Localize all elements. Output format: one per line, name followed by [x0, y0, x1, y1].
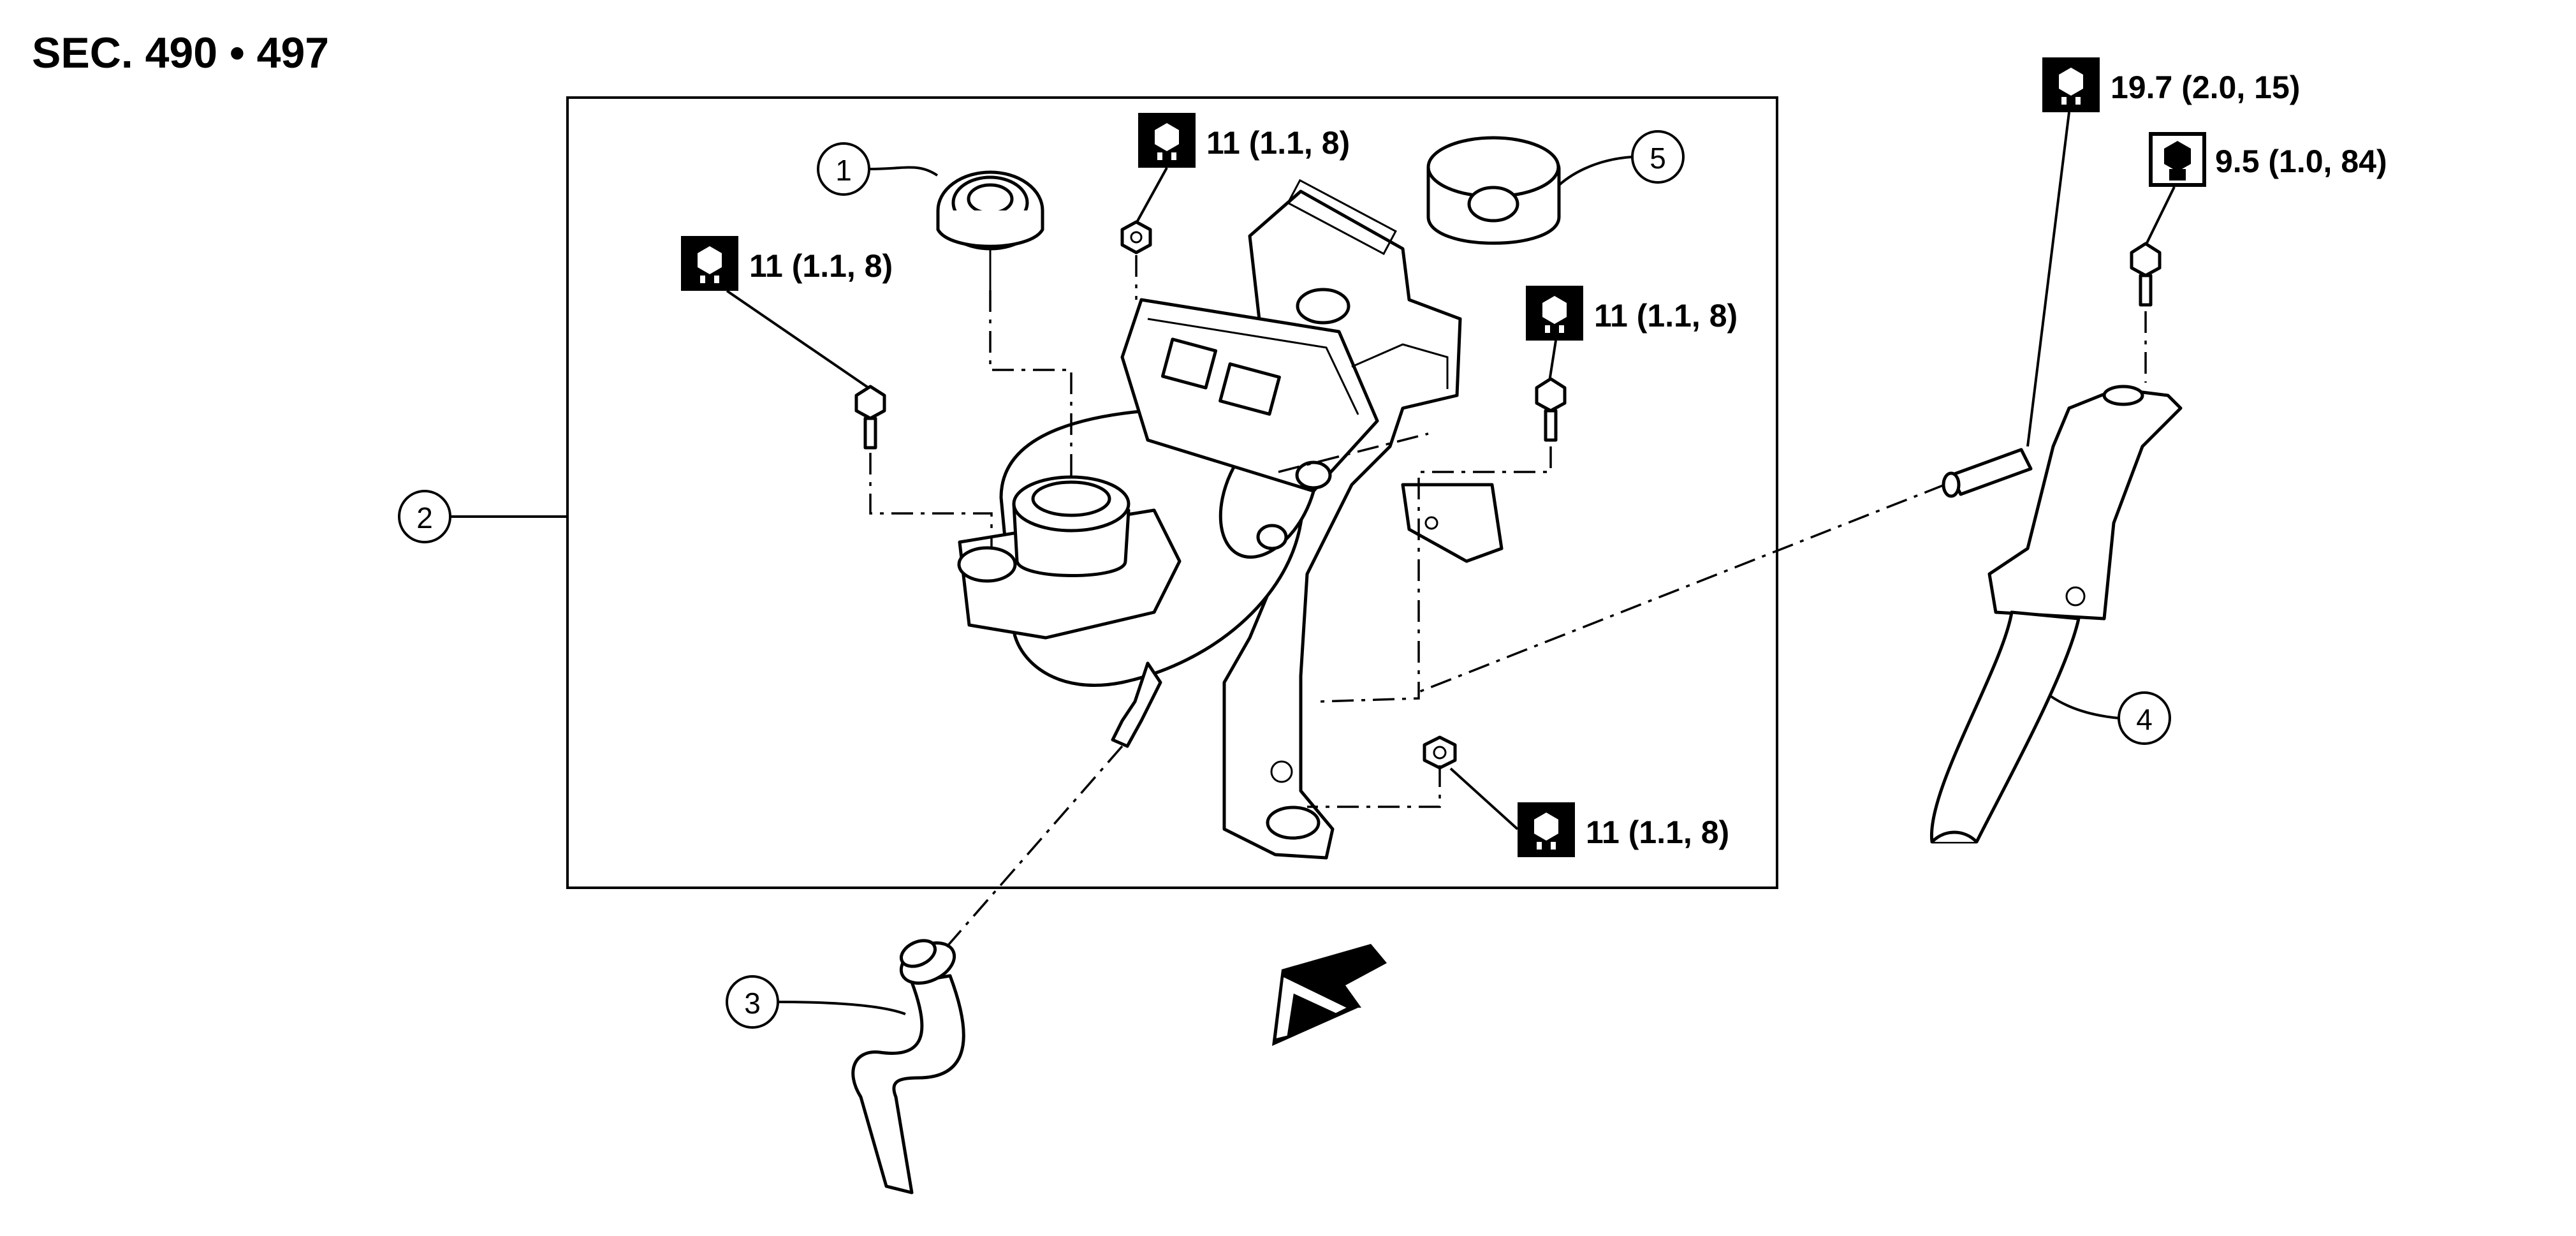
torque-spec-4: 11 (1.1, 8) [1518, 802, 1729, 857]
torque-leader-2 [726, 290, 872, 390]
assembly-frame [566, 96, 1778, 889]
wrench-torque-icon [1526, 286, 1583, 341]
callout-1: 1 [817, 142, 939, 196]
torque-leader-3 [1548, 340, 1557, 382]
torque-leader-5 [2026, 112, 2070, 447]
torque-spec-3-text: 11 (1.1, 8) [1594, 298, 1738, 334]
callout-2: 2 [398, 490, 567, 543]
callout-5-number: 5 [1650, 142, 1666, 175]
torque-spec-4-text: 11 (1.1, 8) [1586, 814, 1729, 850]
torque-leader-1 [1135, 167, 1168, 224]
bolt-right [1537, 379, 1565, 440]
torque-leader-6 [2144, 186, 2176, 246]
front-direction-arrow-icon [1272, 944, 1387, 1046]
part-3-hose [851, 939, 965, 1195]
bolt-top-center [1120, 220, 1152, 254]
bolt-left [856, 386, 884, 448]
torque-spec-2: 11 (1.1, 8) [681, 236, 893, 291]
part-5-grommet [1426, 136, 1561, 245]
connection-lines [869, 255, 2147, 952]
part-1-reservoir-cap [936, 170, 1044, 290]
part-4-hose-bracket [1929, 385, 2183, 844]
callout-2-number: 2 [416, 501, 433, 534]
torque-spec-5: 19.7 (2.0, 15) [2042, 57, 2300, 112]
torque-spec-1-text: 11 (1.1, 8) [1206, 125, 1350, 161]
callout-3: 3 [726, 975, 906, 1029]
callout-4: 4 [2033, 681, 2171, 745]
torque-spec-2-text: 11 (1.1, 8) [749, 248, 893, 284]
torque-spec-1: 11 (1.1, 8) [1138, 113, 1350, 168]
callout-4-number: 4 [2136, 703, 2153, 736]
torque-spec-5-text: 19.7 (2.0, 15) [2111, 70, 2300, 105]
torque-spec-3: 11 (1.1, 8) [1526, 286, 1738, 341]
callout-3-number: 3 [744, 987, 761, 1020]
wrench-torque-icon [2042, 57, 2100, 112]
nut-bottom [1423, 735, 1457, 770]
callout-1-number: 1 [835, 154, 852, 187]
wrench-torque-icon [1138, 113, 1196, 168]
part-2-pump-assembly [957, 179, 1504, 860]
torque-spec-6: 9.5 (1.0, 84) [2149, 132, 2387, 187]
callout-5: 5 [1555, 130, 1685, 189]
torque-leader-4 [1449, 767, 1519, 830]
torque-spec-6-text: 9.5 (1.0, 84) [2215, 143, 2387, 179]
wrench-torque-icon [681, 236, 738, 291]
wrench-torque-filled-icon [2149, 132, 2206, 187]
bolt-far-right [2132, 244, 2160, 305]
section-label: SEC. 490 • 497 [32, 29, 329, 77]
wrench-torque-icon [1518, 802, 1575, 857]
